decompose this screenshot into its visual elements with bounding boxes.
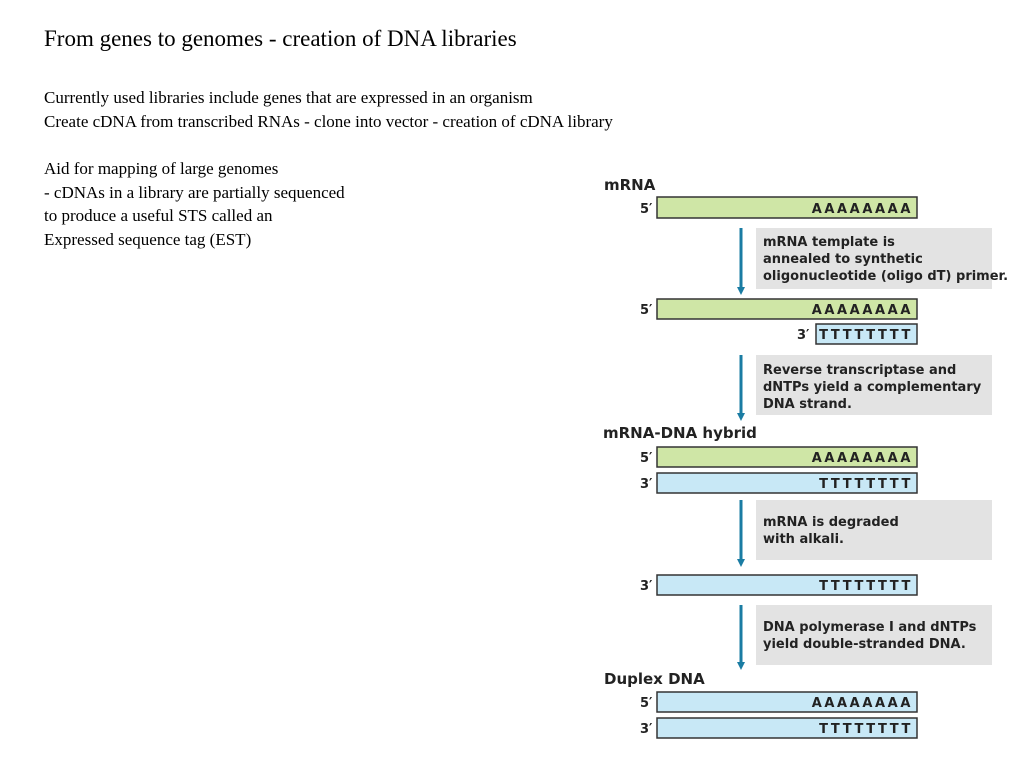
cdna-strand xyxy=(656,574,918,596)
poly-a-tail: AAAAAAAA xyxy=(812,451,913,466)
est-line-1: Aid for mapping of large genomes xyxy=(44,159,279,178)
est-paragraph: Aid for mapping of large genomes - cDNAs… xyxy=(44,157,345,251)
mrna-strand xyxy=(656,298,918,320)
poly-a-tail: AAAAAAAA xyxy=(812,303,913,318)
three-prime-label: 3′ xyxy=(640,477,653,492)
step-4-line-1: DNA polymerase I and dNTPs xyxy=(763,620,977,635)
step-box-1 xyxy=(756,228,992,289)
cdna-strand xyxy=(656,472,918,494)
dna-strand-top xyxy=(656,691,918,713)
three-prime-label: 3′ xyxy=(797,328,810,343)
intro-line-1: Currently used libraries include genes t… xyxy=(44,88,533,107)
three-prime-label: 3′ xyxy=(640,722,653,737)
step-3-line-1: mRNA is degraded xyxy=(763,515,899,530)
step-2-line-2: dNTPs yield a complementary xyxy=(763,380,982,395)
step-1-line-2: annealed to synthetic xyxy=(763,252,923,267)
step-1-line-3: oligonucleotide (oligo dT) primer. xyxy=(763,269,1008,284)
est-line-4: Expressed sequence tag (EST) xyxy=(44,229,252,249)
poly-a-tail: AAAAAAAA xyxy=(812,202,913,217)
intro-paragraph: Currently used libraries include genes t… xyxy=(44,86,613,133)
three-prime-label: 3′ xyxy=(640,579,653,594)
step-2-line-1: Reverse transcriptase and xyxy=(763,363,956,378)
five-prime-label: 5′ xyxy=(640,303,653,318)
step-box-2 xyxy=(756,355,992,415)
five-prime-label: 5′ xyxy=(640,696,653,711)
intro-line-2: Create cDNA from transcribed RNAs - clon… xyxy=(44,111,613,131)
est-line-2: - cDNAs in a library are partially seque… xyxy=(44,182,345,202)
step-4-line-2: yield double-stranded DNA. xyxy=(763,637,966,652)
mrna-strand xyxy=(656,446,918,468)
stage-label-duplex: Duplex DNA xyxy=(604,670,705,688)
poly-t-sequence: TTTTTTTT xyxy=(819,477,913,492)
step-box-3 xyxy=(756,500,992,560)
oligo-dt-primer xyxy=(815,323,918,345)
step-3-line-2: with alkali. xyxy=(763,532,844,547)
slide-title: From genes to genomes - creation of DNA … xyxy=(44,26,517,51)
est-line-3: to produce a useful STS called an xyxy=(44,206,273,225)
stage-label-mrna: mRNA xyxy=(604,176,656,194)
step-2-line-3: DNA strand. xyxy=(763,397,852,412)
poly-a-sequence: AAAAAAAA xyxy=(812,696,913,711)
mrna-strand xyxy=(656,196,918,219)
five-prime-label: 5′ xyxy=(640,451,653,466)
five-prime-label: 5′ xyxy=(640,202,653,217)
poly-t-sequence: TTTTTTTT xyxy=(819,722,913,737)
step-box-4 xyxy=(756,605,992,665)
step-1-line-1: mRNA template is xyxy=(763,235,895,250)
stage-label-hybrid: mRNA-DNA hybrid xyxy=(603,424,757,442)
poly-t-primer: TTTTTTTT xyxy=(819,328,913,343)
poly-t-sequence: TTTTTTTT xyxy=(819,579,913,594)
dna-strand-bottom xyxy=(656,717,918,739)
